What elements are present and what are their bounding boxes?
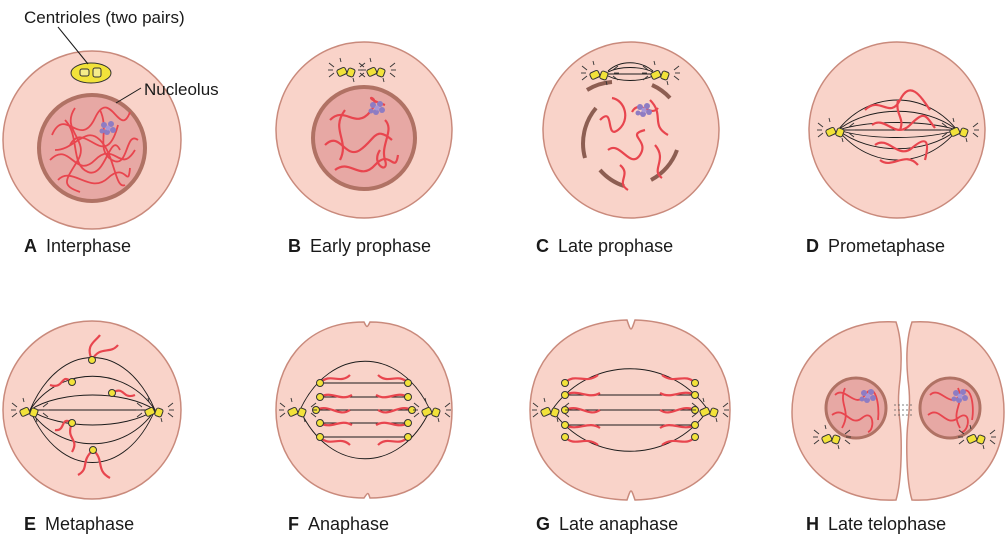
panel-letter: C: [536, 236, 549, 256]
panel-letter: G: [536, 514, 550, 534]
panel-name: Late telophase: [828, 514, 946, 534]
panel-letter: E: [24, 514, 36, 534]
panel-name: Prometaphase: [828, 236, 945, 256]
panel-name: Anaphase: [308, 514, 389, 534]
centriole-icon: [93, 68, 101, 77]
panel-label-a: A Interphase: [24, 236, 131, 256]
panel-name: Early prophase: [310, 236, 431, 256]
annotation-nucleolus: Nucleolus: [144, 80, 219, 99]
panel-d-prometaphase: [809, 42, 985, 218]
panel-label-h: H Late telophase: [806, 514, 946, 534]
centrosome: [71, 63, 111, 83]
panel-label-g: G Late anaphase: [536, 514, 678, 534]
panel-h-late-telophase: [792, 322, 1004, 500]
cell-membrane: [543, 42, 719, 218]
panel-label-f: F Anaphase: [288, 514, 389, 534]
nucleus: [826, 378, 886, 438]
panel-label-b: B Early prophase: [288, 236, 431, 256]
panel-letter: A: [24, 236, 37, 256]
panel-name: Late prophase: [558, 236, 673, 256]
panel-b-early-prophase: [276, 42, 452, 218]
centriole-icon: [80, 69, 89, 76]
panel-letter: H: [806, 514, 819, 534]
panel-f-anaphase: [276, 322, 452, 498]
panel-letter: D: [806, 236, 819, 256]
annotation-centrioles: Centrioles (two pairs): [24, 8, 185, 27]
panel-label-c: C Late prophase: [536, 236, 673, 256]
panel-name: Metaphase: [45, 514, 134, 534]
panel-letter: B: [288, 236, 301, 256]
panel-c-late-prophase: [543, 42, 719, 218]
panel-g-late-anaphase: [530, 320, 730, 500]
panel-name: Interphase: [46, 236, 131, 256]
panel-e-metaphase: [3, 321, 181, 499]
panel-label-e: E Metaphase: [24, 514, 134, 534]
panel-a-interphase: Centrioles (two pairs) Nucleolus: [3, 8, 219, 229]
panel-label-d: D Prometaphase: [806, 236, 945, 256]
nucleus: [313, 87, 415, 189]
panel-letter: F: [288, 514, 299, 534]
nucleus: [39, 95, 145, 201]
panel-name: Late anaphase: [559, 514, 678, 534]
